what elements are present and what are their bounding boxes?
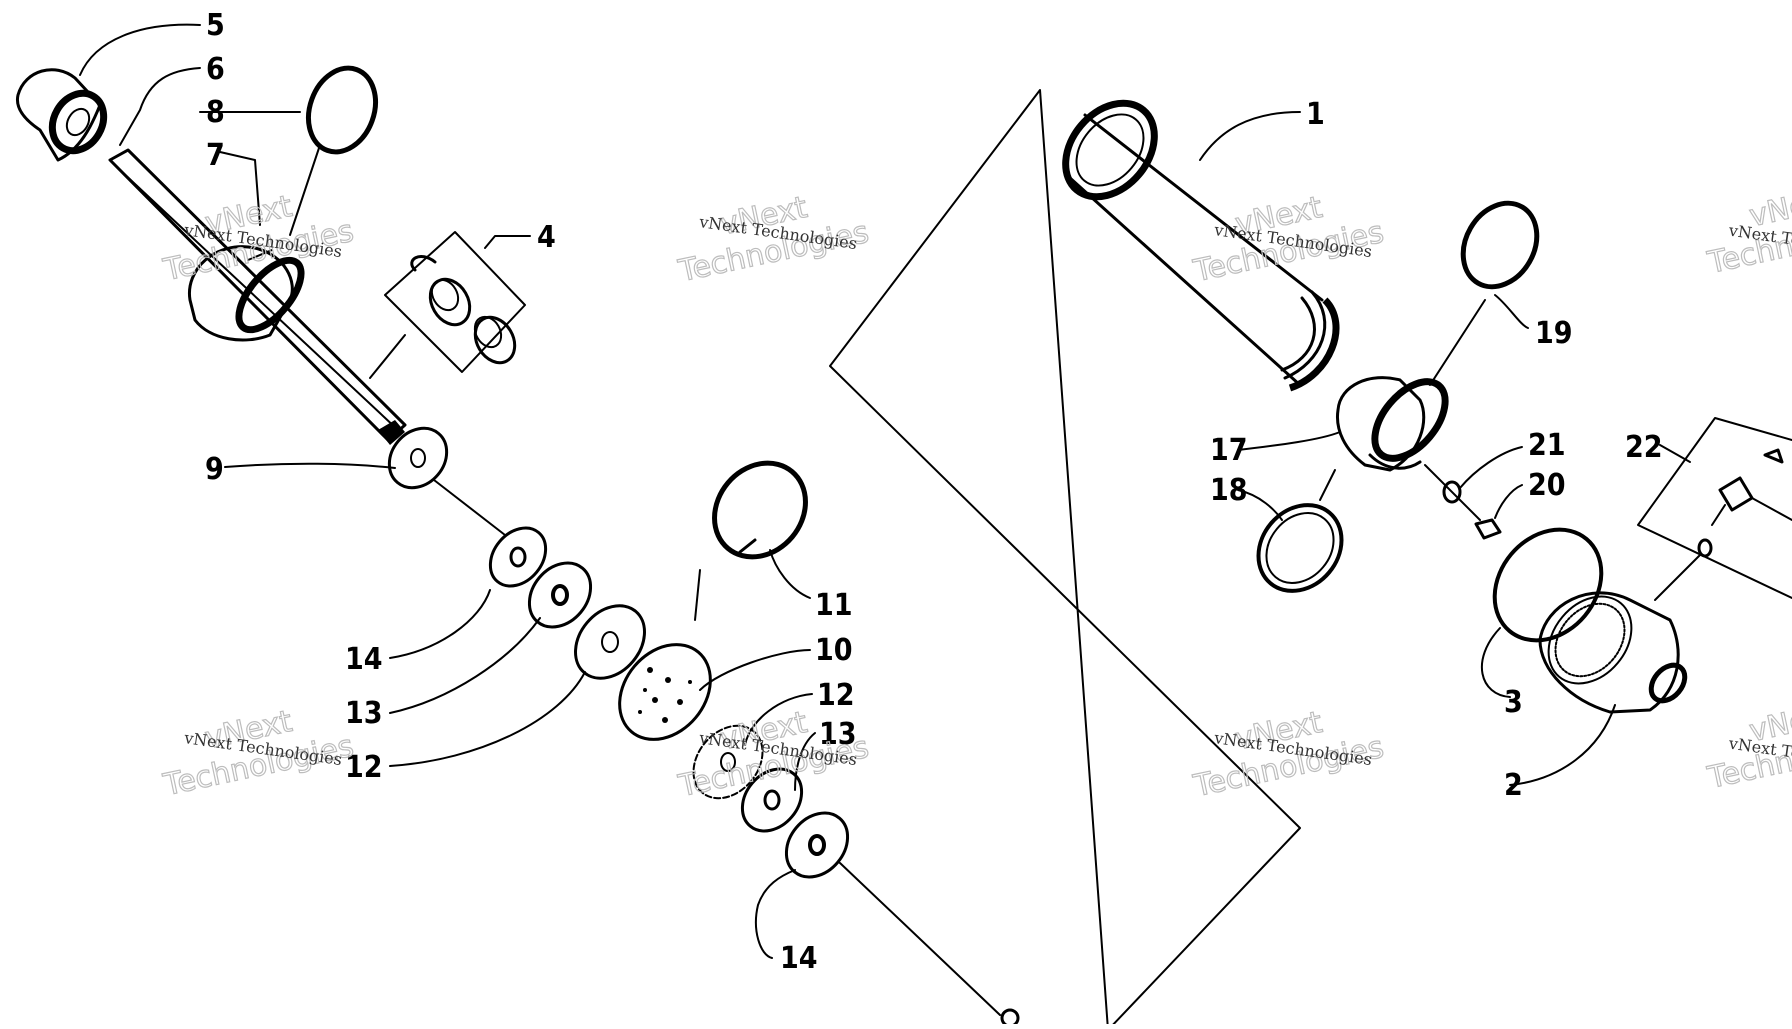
part-11-split-ring (712, 460, 808, 560)
part-13-shim-upper (527, 561, 593, 629)
label-12-lower: 12 (817, 678, 855, 713)
part-axis-line (433, 479, 506, 536)
part-1-cylinder-tube (1062, 99, 1340, 392)
part-5-end-cap (15, 68, 108, 162)
label-21: 21 (1528, 428, 1566, 463)
part-9-washer (387, 426, 449, 490)
label-8: 8 (206, 95, 225, 130)
part-3-o-ring (1492, 527, 1604, 643)
label-20: 20 (1528, 468, 1566, 503)
part-19-o-ring (1460, 200, 1540, 290)
label-11: 11 (815, 588, 853, 623)
label-9: 9 (205, 452, 224, 487)
part-20-fitting (1474, 518, 1502, 540)
part-14-shim-lower (784, 811, 850, 879)
label-17: 17 (1210, 433, 1248, 468)
leader-lines (79, 23, 1691, 959)
label-7: 7 (206, 138, 225, 173)
label-2: 2 (1504, 768, 1523, 803)
part-12-shim-lower (692, 724, 764, 800)
label-10: 10 (815, 633, 853, 668)
label-19: 19 (1535, 316, 1573, 351)
label-18: 18 (1210, 473, 1248, 508)
label-14-lower: 14 (780, 941, 818, 976)
part-10-valve-disk (618, 643, 712, 741)
label-13-lower: 13 (819, 717, 857, 752)
label-13-upper: 13 (345, 696, 383, 731)
part-13-shim-lower (740, 767, 804, 833)
part-4-bushing-kit (369, 231, 526, 379)
label-6: 6 (206, 52, 225, 87)
part-21-washer (1442, 480, 1462, 504)
bottom-edge-fitting (1000, 1008, 1020, 1028)
part-8-o-ring (306, 65, 378, 155)
part-12-shim-upper (574, 604, 646, 680)
label-5: 5 (206, 8, 225, 43)
label-4: 4 (537, 220, 556, 255)
label-3: 3 (1504, 685, 1523, 720)
assembly-frame (829, 89, 1301, 1029)
label-14-upper: 14 (345, 642, 383, 677)
part-7-piston (187, 245, 305, 342)
part-2-housing (1538, 554, 1701, 714)
label-22: 22 (1625, 430, 1663, 465)
part-18-split-ring (1256, 503, 1344, 593)
label-12-upper: 12 (345, 750, 383, 785)
part-14-shim-upper (488, 526, 548, 588)
part-6-piston-rod (108, 148, 407, 445)
part-22-fitting-kit (1637, 417, 1792, 599)
callout-labels: 5 6 8 7 4 9 14 13 12 11 10 12 13 14 1 19… (205, 8, 1663, 976)
part-17-gland (1335, 376, 1449, 472)
label-1: 1 (1306, 97, 1325, 132)
